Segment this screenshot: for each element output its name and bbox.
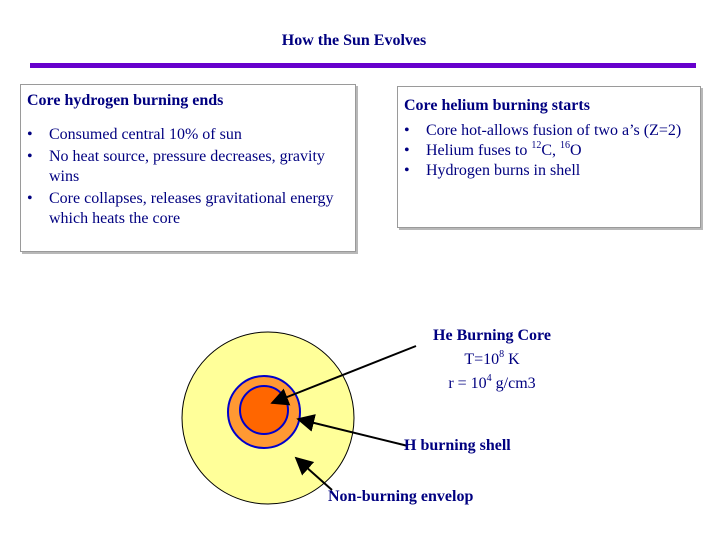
core-helium-bullets: • Core hot-allows fusion of two a’s (Z=2)…	[404, 121, 698, 181]
envelope-pointer-arrow	[294, 456, 333, 491]
bullet-icon: •	[27, 126, 33, 143]
temperature-unit: K	[504, 351, 520, 368]
bullet-icon: •	[404, 122, 410, 139]
core-hydrogen-bullets: • Consumed central 10% of sun • No heat so…	[27, 125, 353, 231]
bullet-icon: •	[27, 190, 33, 207]
core-density: r = 104 g/cm3	[400, 372, 584, 396]
bullet-text: Core collapses, releases gravitational e…	[49, 190, 334, 227]
density-base: r = 10	[448, 375, 487, 392]
bullet-text-pre: Helium fuses to	[426, 142, 532, 159]
oxygen-mass-number: 16	[560, 140, 570, 151]
bullet-text: No heat source, pressure decreases, grav…	[49, 148, 325, 185]
bullet-icon: •	[404, 142, 410, 159]
shell-pointer-arrow	[296, 414, 409, 447]
title-rule	[30, 63, 696, 68]
hydrogen-shell-label: H burning shell	[404, 437, 511, 454]
bullet-item: • Core collapses, releases gravitational …	[27, 189, 353, 229]
carbon-mass-number: 12	[531, 140, 542, 151]
core-helium-heading: Core helium burning starts	[404, 97, 590, 114]
bullet-text-mid: C,	[541, 142, 560, 159]
envelope-label: Non-burning envelop	[328, 488, 474, 505]
bullet-item: • Consumed central 10% of sun	[27, 125, 353, 145]
bullet-item: • Core hot-allows fusion of two a’s (Z=2)	[404, 121, 698, 141]
bullet-text: Core hot-allows fusion of two a’s (Z=2)	[426, 122, 682, 139]
temperature-base: T=10	[464, 351, 500, 368]
core-pointer-arrow	[270, 345, 417, 406]
core-temperature: T=108 K	[400, 348, 584, 372]
density-exponent: 4	[486, 373, 492, 384]
core-helium-box: Core helium burning starts • Core hot-all…	[397, 86, 701, 228]
temperature-exponent: 8	[499, 349, 505, 360]
bullet-item: • Helium fuses to 12C, 16O	[404, 141, 698, 161]
bullet-icon: •	[27, 148, 33, 165]
bullet-item: • Hydrogen burns in shell	[404, 161, 698, 181]
core-hydrogen-box: Core hydrogen burning ends • Consumed cen…	[20, 84, 356, 252]
bullet-icon: •	[404, 162, 410, 179]
density-unit: g/cm3	[491, 375, 536, 392]
bullet-item: • No heat source, pressure decreases, gra…	[27, 147, 353, 187]
bullet-text: Hydrogen burns in shell	[426, 162, 581, 179]
bullet-text-post: O	[570, 142, 582, 159]
helium-core-label: He Burning Core T=108 K r = 104 g/cm3	[400, 324, 584, 396]
bullet-text: Consumed central 10% of sun	[49, 126, 242, 143]
helium-core-circle	[239, 385, 289, 435]
helium-core-title: He Burning Core	[433, 327, 551, 344]
slide-title: How the Sun Evolves	[281, 32, 427, 49]
core-hydrogen-heading: Core hydrogen burning ends	[27, 92, 224, 109]
